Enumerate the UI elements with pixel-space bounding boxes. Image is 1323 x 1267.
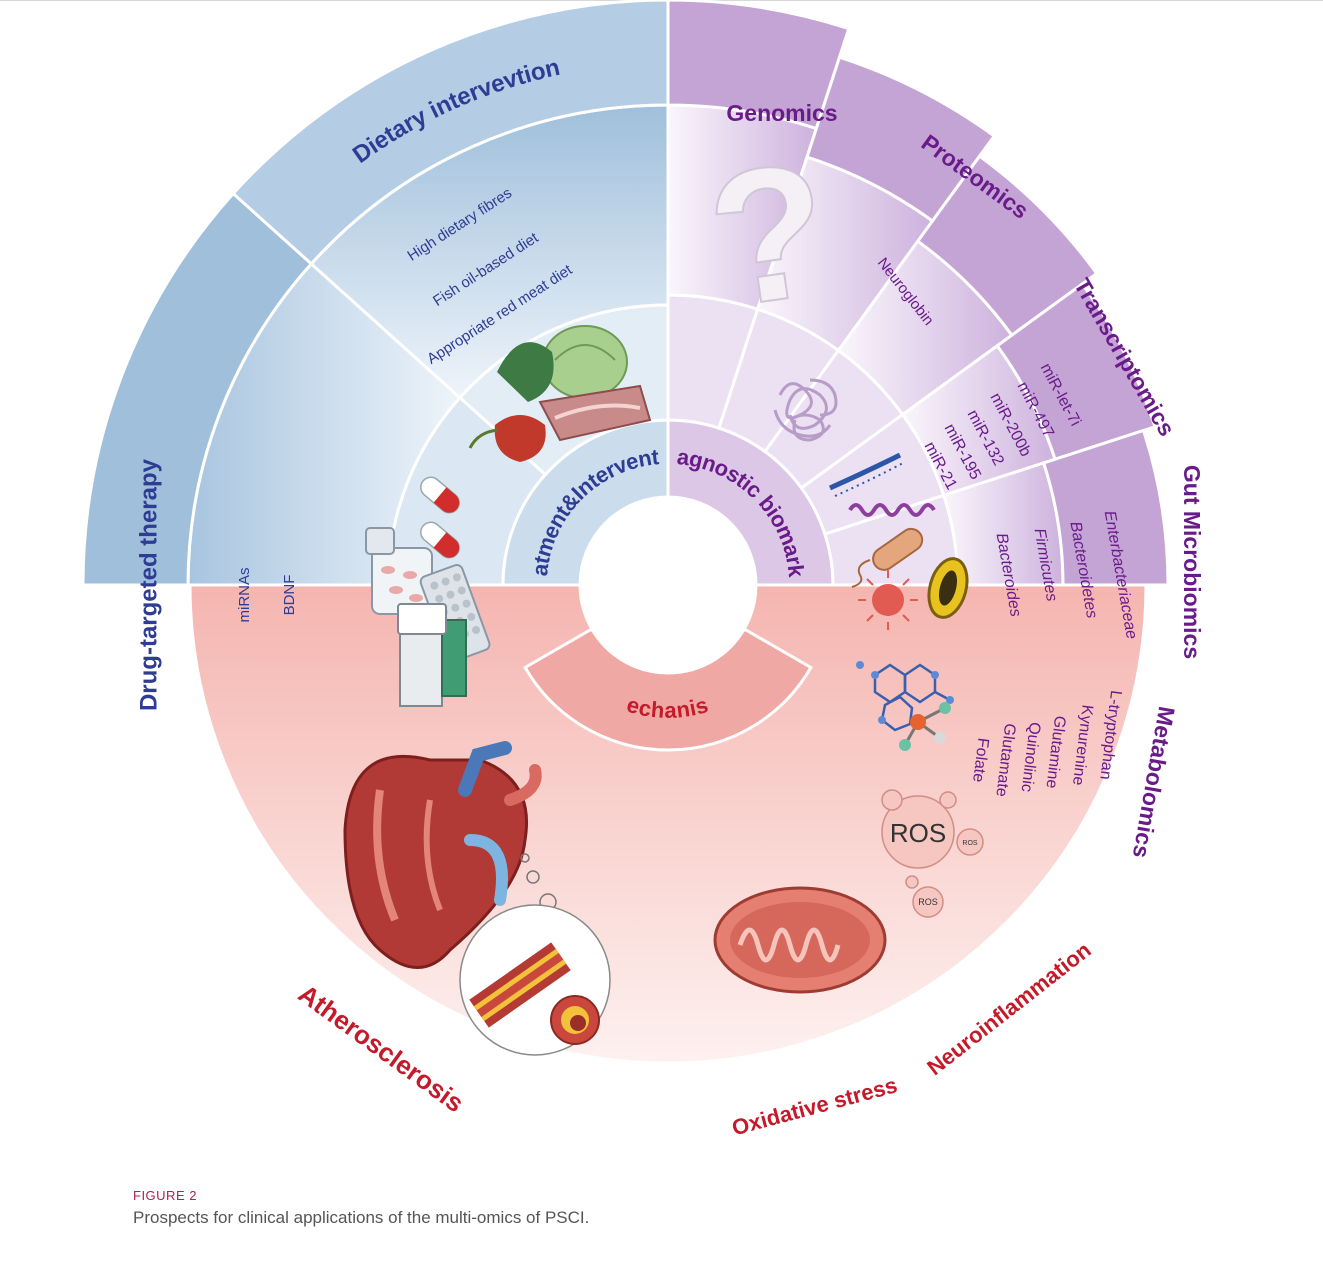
wheel-segments [81,0,1170,1065]
multi-omics-wheel-diagram: Treatment&InterventionDiagnostic biomark… [0,0,1205,1140]
artery-illustration [459,904,611,1056]
drug-targeted-therapy-title: Drug-targeted therapy [135,458,162,711]
ros-label-large: ROS [890,818,946,848]
food-illustration [468,325,652,462]
rna-illustration [828,452,936,517]
molecule-illustration [856,661,954,751]
center-hole [580,497,756,673]
heart-illustration [343,741,557,969]
metabolomics-title-band [1041,428,1170,587]
bacteria-illustration [851,527,969,630]
drug-item-1: BDNF [281,575,298,616]
metabolomics-item-5: Folate [969,737,991,783]
mitochondrion-illustration [713,886,887,994]
ros-bubbles: ROS ROS ROS [881,789,984,918]
ros-label-small-2: ROS [918,897,938,907]
dietary-outer-band [231,0,670,266]
metabolomics-title: Metabolomics [1128,705,1180,861]
drugs-illustration [365,476,491,707]
figure-label: FIGURE 2 [133,1188,197,1203]
ros-label-small-1: ROS [962,840,978,847]
figure-caption: Prospects for clinical applications of t… [133,1208,590,1227]
protein-tangle-illustration [773,378,838,442]
genomics-title: Genomics [726,100,837,126]
gut-microbiomics-title: Gut Microbiomics [1179,465,1205,659]
oxidative-stress-label: Oxidative stress [729,1072,900,1140]
drug-item-0: miRNAs [236,568,253,623]
